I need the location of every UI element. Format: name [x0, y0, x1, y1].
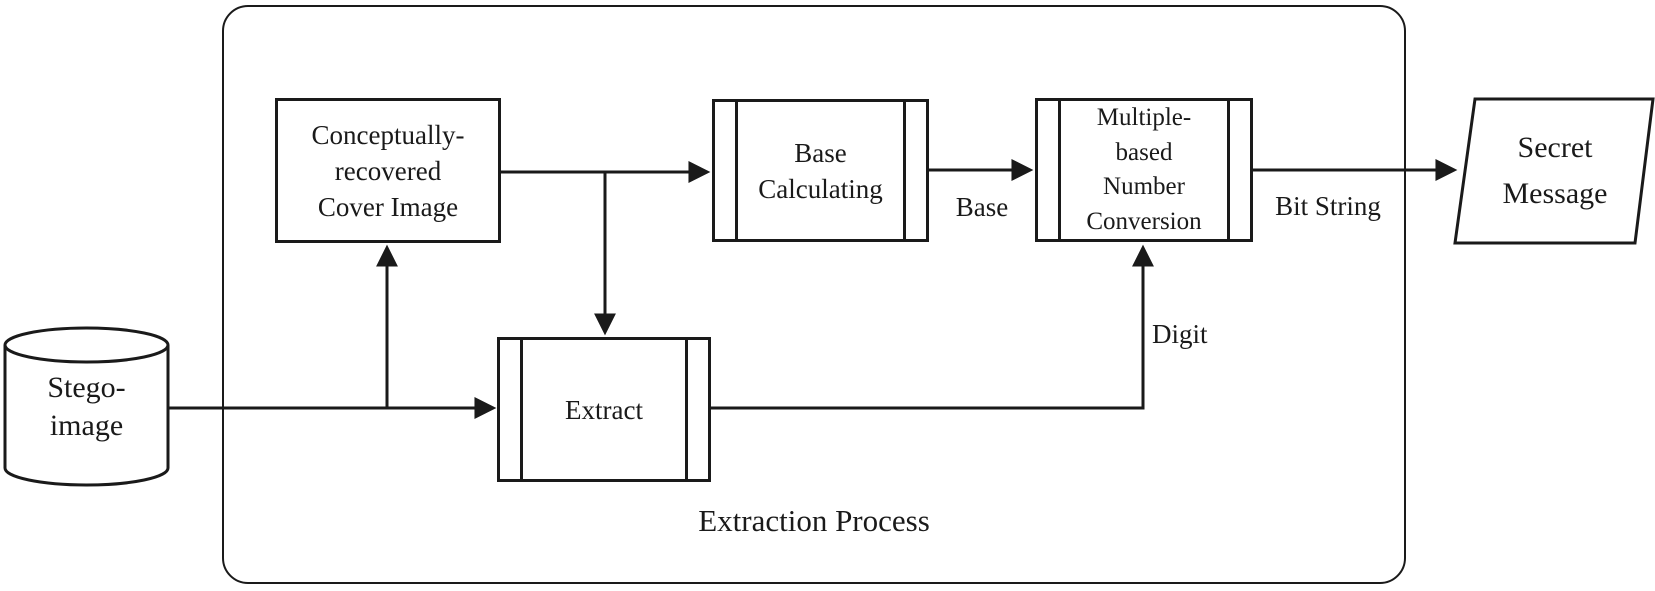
node-stego-image-label: Stego- image — [5, 332, 168, 482]
node-extract: Extract — [497, 337, 711, 482]
group-title: Extraction Process — [698, 503, 930, 538]
node-label-line: Stego- — [47, 371, 126, 404]
node-secret-message-label: Secret Message — [1457, 99, 1653, 243]
edge-label-base: Base — [955, 192, 1009, 222]
stego-image-cylinder-top — [3, 326, 170, 364]
node-label-line: Base — [794, 137, 847, 168]
node-label-line: Secret — [1517, 131, 1593, 164]
extraction-process-group — [222, 5, 1406, 584]
node-label-line: Conversion — [1086, 207, 1202, 235]
node-label-line: Conceptually- — [311, 119, 465, 150]
edge-extract-to-conversion — [711, 244, 1154, 410]
node-label-line: image — [49, 409, 124, 442]
node-label-line: Multiple- — [1096, 104, 1192, 131]
node-label-line: recovered — [334, 155, 442, 186]
node-label-line: based — [1115, 138, 1173, 166]
edge-label-digit: Digit — [1152, 319, 1208, 349]
node-multiple-based-number-conversion: Multiple- based Number Conversion — [1035, 98, 1253, 242]
stego-image-cylinder-body — [3, 345, 170, 487]
node-label-line: Calculating — [758, 173, 883, 204]
node-label-line: Cover Image — [317, 191, 459, 222]
secret-message-parallelogram — [1453, 97, 1655, 245]
node-label-line: Number — [1103, 173, 1185, 200]
node-label-line: Extract — [565, 394, 643, 425]
node-cover-image: Conceptually- recovered Cover Image — [275, 98, 501, 243]
node-base-calculating: Base Calculating — [712, 99, 929, 242]
edge-label-bit-string: Bit String — [1275, 191, 1381, 221]
node-label-line: Message — [1502, 177, 1608, 210]
